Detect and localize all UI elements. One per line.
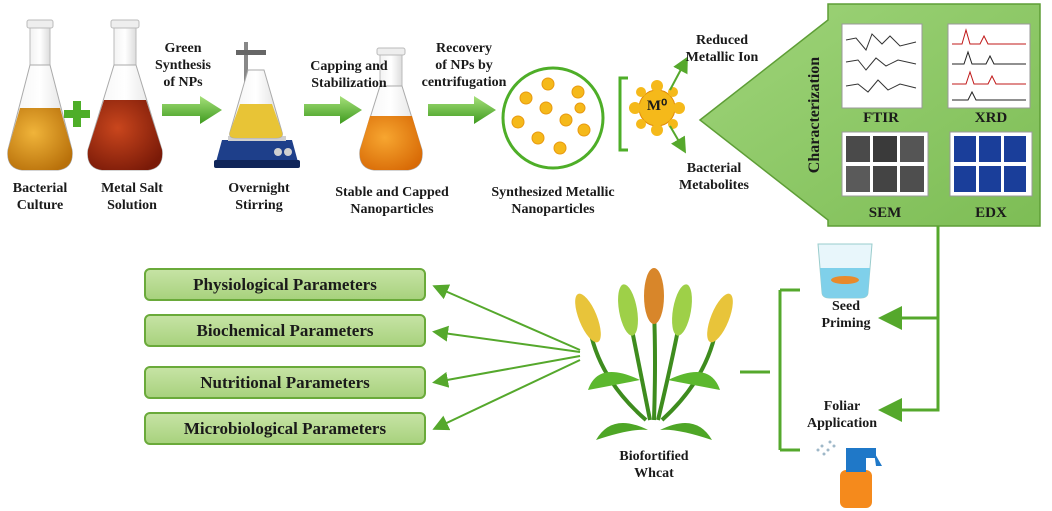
m0-label: M⁰ [646,98,668,114]
nanoparticle-circle [501,66,605,170]
capping-arrow [304,96,362,124]
seed-priming-beaker [817,243,873,299]
synthesis-arrow [162,96,222,124]
xrd-label: XRD [974,110,1008,126]
ftir-label: FTIR [863,110,899,126]
application-bracket [740,288,800,452]
magnetic-stirrer [214,42,300,168]
nutritional-parameters-box: Nutritional Parameters [144,366,426,399]
parameter-arrows [432,284,581,431]
wheat-bundle-icon [575,268,733,440]
nanoparticle-flask [359,47,423,171]
characterization-title: Characterization [806,56,823,174]
xrd-image [947,23,1031,109]
spray-bottle [816,440,882,508]
bacterial-culture-flask [7,19,73,171]
biochemical-parameters-box: Biochemical Parameters [144,314,426,347]
edx-label: EDX [975,205,1007,221]
microbiological-parameters-box: Microbiological Parameters [144,412,426,445]
physiological-parameters-box: Physiological Parameters [144,268,426,301]
ftir-image [841,23,923,109]
plus-icon [64,101,90,127]
bracket [618,76,628,152]
edx-image [949,131,1033,197]
sem-image [841,131,929,197]
metal-salt-flask [87,19,163,171]
recovery-arrow [428,96,496,124]
sem-label: SEM [868,205,902,221]
application-connector [878,226,940,422]
